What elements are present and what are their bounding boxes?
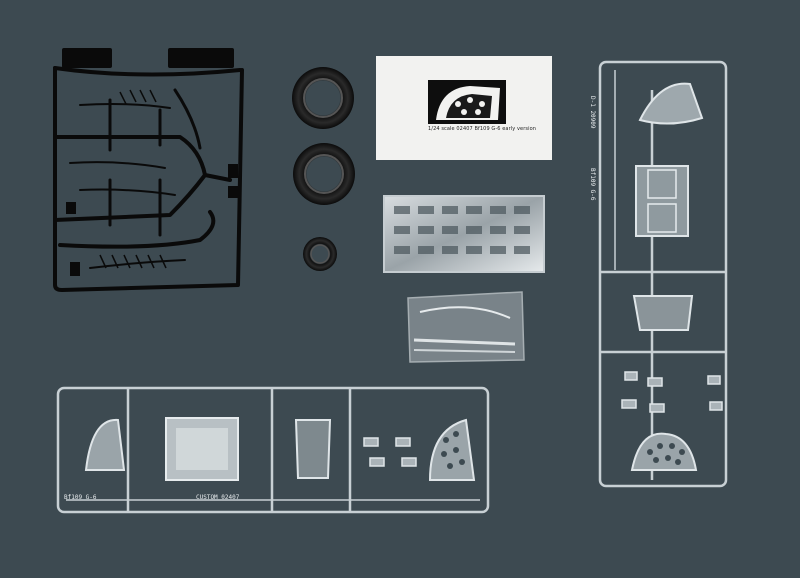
clear-sprue-bottom-spine-text-left: Bf109 G-6: [64, 494, 97, 501]
clear-sprue-bottom-spine-text-mid: CUSTOM 02407: [196, 494, 240, 501]
black-sprue-ribs: [99, 89, 167, 269]
black-sprue: [53, 66, 244, 292]
main-tyre-1: [292, 67, 354, 129]
tail-wheel-tyre: [303, 237, 337, 271]
clear-sprue-right-spine-text-top: D-1 20909: [589, 96, 596, 129]
clear-sprue-right-spine-text-mid: Bf109 G-6: [589, 168, 596, 201]
clear-parts-bag: [407, 291, 525, 363]
clear-sprue-bottom-parts: [84, 417, 476, 481]
rubber-tyres: [292, 67, 355, 271]
main-tyre-2: [293, 143, 355, 205]
clear-sprue-bottom: [56, 386, 490, 514]
clear-sprue-right: [598, 60, 728, 488]
photo-etch-fret: [383, 195, 545, 273]
decal-sheet-caption: 1/24 scale 02407 Bf109 G-6 early version: [428, 126, 537, 132]
black-sprue-tabs: [62, 48, 238, 276]
clear-sprue-right-parts: [621, 82, 723, 471]
instrument-panel-decal: [428, 80, 506, 124]
